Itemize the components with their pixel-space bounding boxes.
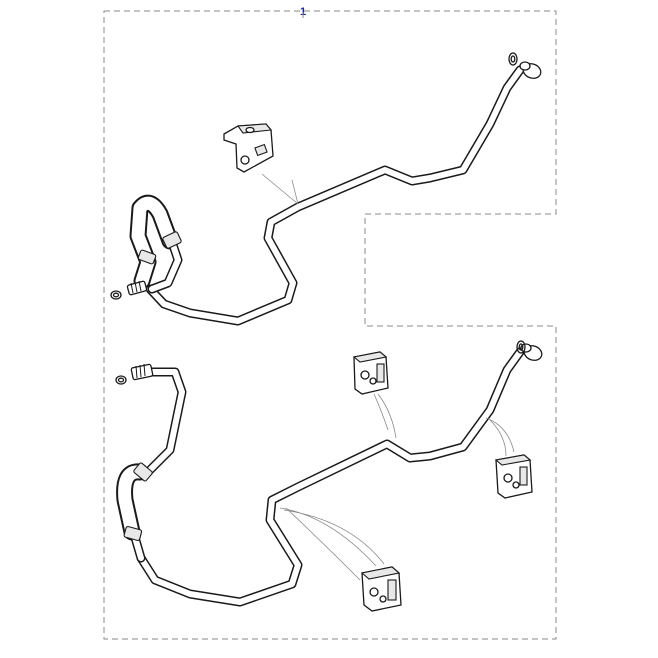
kit-boundary-frame [103, 10, 557, 640]
o-ring [115, 375, 127, 385]
lower-pipe-assembly [116, 343, 543, 607]
upper-pipe-assembly [126, 61, 542, 326]
o-ring [112, 292, 120, 298]
mounting-bracket [223, 123, 299, 205]
o-ring [516, 340, 526, 354]
pipe-clip [279, 507, 402, 612]
o-ring [110, 290, 122, 300]
o-ring [510, 55, 516, 63]
o-ring [508, 52, 518, 66]
pipe-clip [352, 351, 397, 439]
o-ring [518, 343, 524, 351]
pipe-clip [485, 417, 533, 499]
o-ring [117, 377, 125, 383]
